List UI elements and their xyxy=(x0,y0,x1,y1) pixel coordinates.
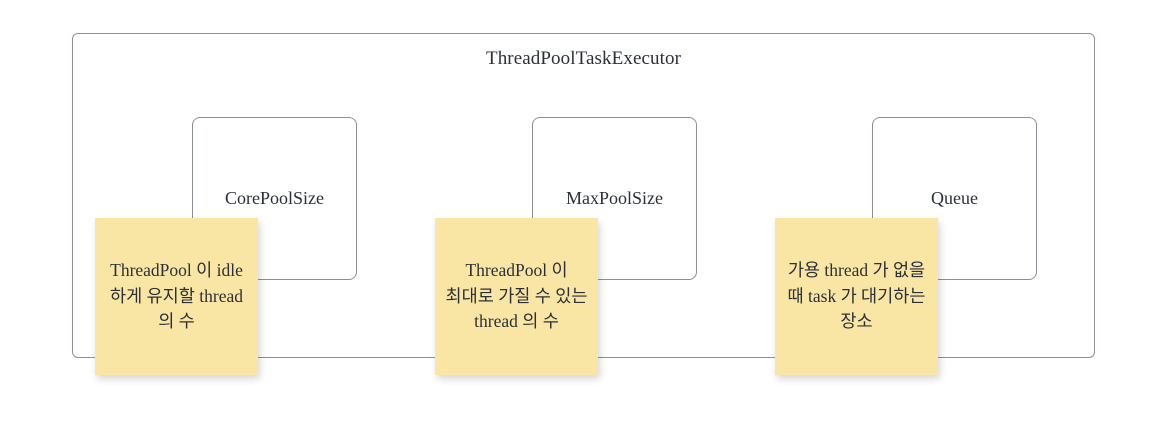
queue-label: Queue xyxy=(931,188,978,208)
corepoolsize-label: CorePoolSize xyxy=(225,188,324,208)
note-queue: 가용 thread 가 없을 때 task 가 대기하는 장소 xyxy=(775,218,938,375)
maxpoolsize-label: MaxPoolSize xyxy=(566,188,663,208)
note-maxpoolsize: ThreadPool 이 최대로 가질 수 있는 thread 의 수 xyxy=(435,218,598,375)
container-title: ThreadPoolTaskExecutor xyxy=(485,48,682,69)
note-corepoolsize-text: ThreadPool 이 idle 하게 유지할 thread 의 수 xyxy=(110,260,243,332)
note-corepoolsize: ThreadPool 이 idle 하게 유지할 thread 의 수 xyxy=(95,218,258,375)
note-maxpoolsize-text: ThreadPool 이 최대로 가질 수 있는 thread 의 수 xyxy=(445,260,588,332)
note-queue-text: 가용 thread 가 없을 때 task 가 대기하는 장소 xyxy=(787,260,926,332)
